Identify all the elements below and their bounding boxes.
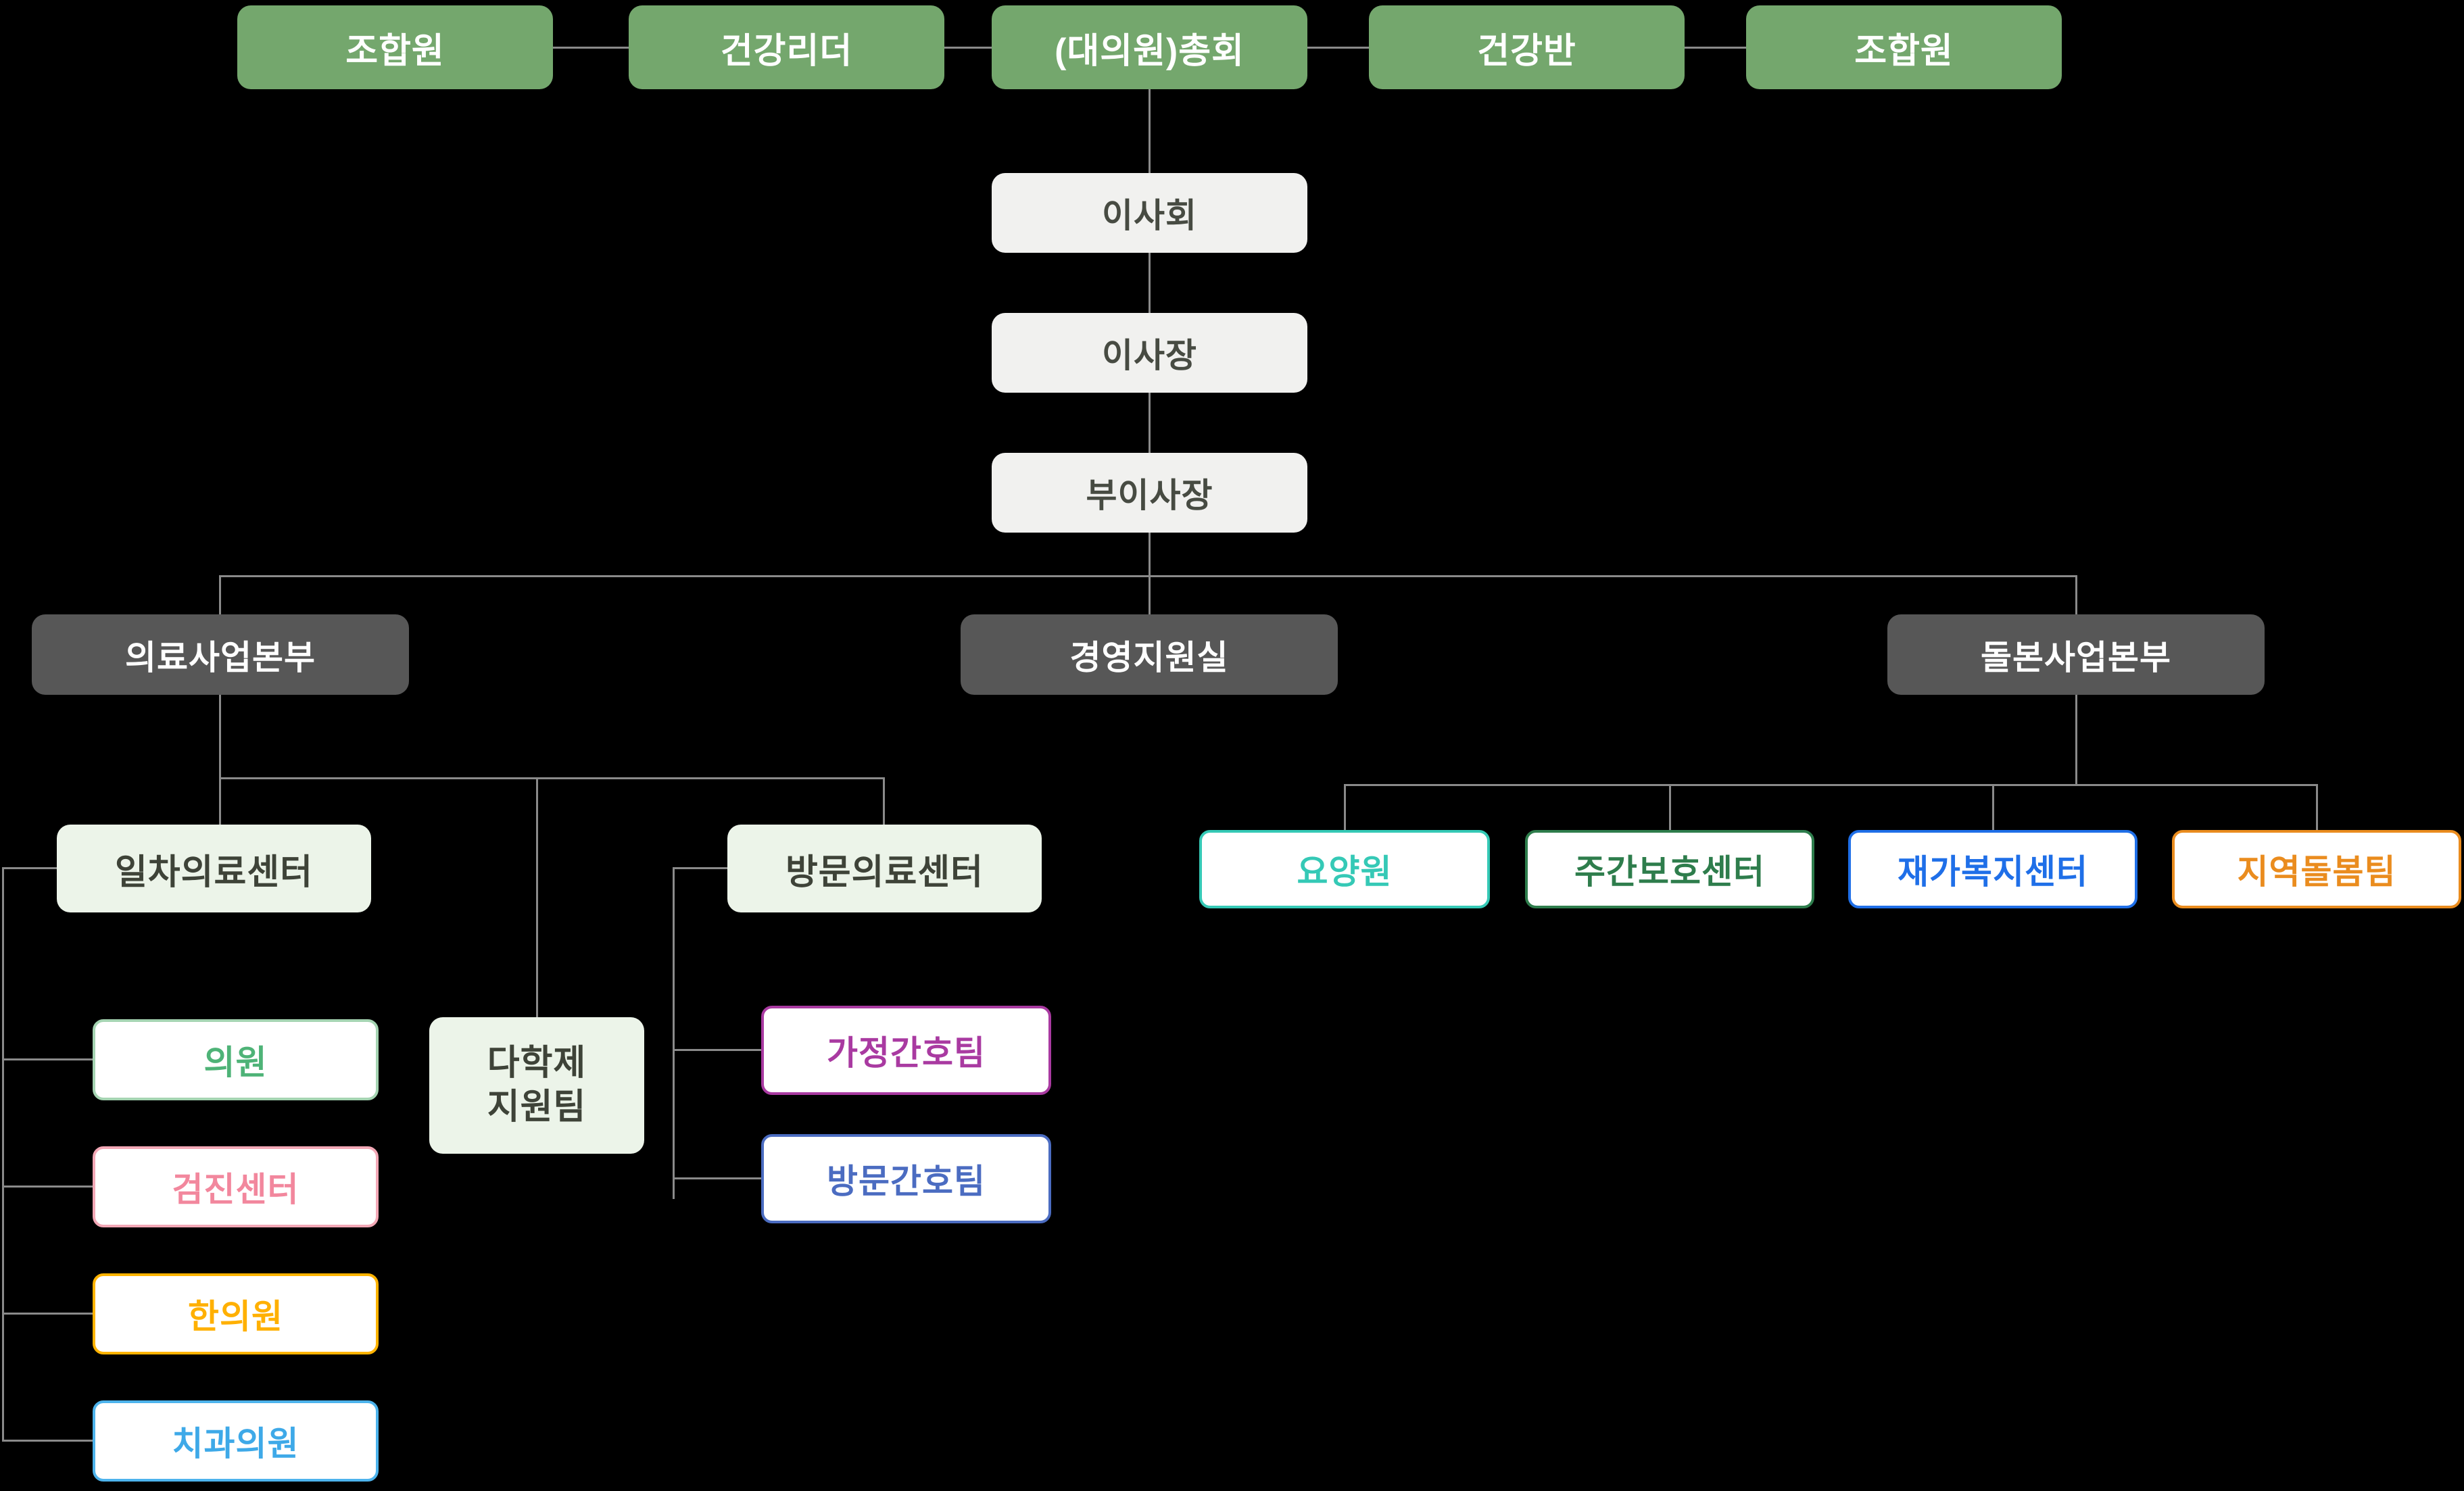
node-dental-clinic: 치과의원 — [93, 1400, 379, 1482]
node-day-care-center: 주간보호센터 — [1525, 830, 1814, 908]
node-label: 요양원 — [1297, 853, 1393, 891]
node-label: 의원 — [203, 1044, 268, 1081]
connector — [673, 868, 675, 1199]
node-label: 이사회 — [1102, 197, 1197, 235]
node-label: (대의원)총회 — [1055, 31, 1245, 71]
node-label: 경영지원실 — [1069, 638, 1229, 677]
node-care-division: 돌본사업본부 — [1887, 614, 2265, 695]
node-home-nursing-team: 가정간호팀 — [761, 1006, 1051, 1095]
node-label: 건강리더 — [720, 31, 853, 71]
node-label: 방문의료센터 — [785, 852, 984, 892]
connector — [673, 1177, 761, 1179]
node-label-line1: 다학제 — [487, 1044, 587, 1083]
node-vice-chairman: 부이사장 — [992, 453, 1307, 533]
node-primary-care-center: 일차의료센터 — [57, 825, 371, 912]
connector — [673, 867, 727, 869]
connector — [2075, 695, 2077, 784]
connector — [1149, 89, 1151, 173]
node-multidisciplinary-team: 다학제 지원팀 — [429, 1017, 644, 1154]
connector — [219, 777, 884, 779]
node-chairman: 이사장 — [992, 313, 1307, 393]
connector — [2, 1058, 93, 1060]
node-visiting-care-center: 방문의료센터 — [727, 825, 1042, 912]
connector — [2075, 575, 2077, 614]
node-general-assembly: (대의원)총회 — [992, 5, 1307, 89]
connector — [553, 47, 629, 49]
connector — [2, 1186, 93, 1188]
node-label: 일차의료센터 — [114, 852, 314, 892]
connector — [1344, 784, 2317, 786]
connector — [219, 695, 221, 825]
connector — [219, 575, 2077, 577]
connector — [1149, 253, 1151, 313]
connector — [1992, 784, 1994, 830]
node-label: 치과의원 — [172, 1425, 299, 1463]
node-board: 이사회 — [992, 173, 1307, 253]
node-label: 지역돌봄팀 — [2237, 853, 2396, 891]
connector — [883, 777, 885, 825]
node-label: 돌본사업본부 — [1981, 638, 2171, 677]
node-label: 조합원 — [345, 31, 445, 71]
connector — [536, 777, 538, 1017]
node-nursing-home: 요양원 — [1199, 830, 1490, 908]
node-label: 한의원 — [188, 1298, 283, 1336]
node-label: 건강반 — [1477, 31, 1576, 71]
node-management-support: 경영지원실 — [961, 614, 1338, 695]
node-medical-division: 의료사업본부 — [32, 614, 409, 695]
node-home-welfare-center: 재가복지센터 — [1848, 830, 2137, 908]
node-label: 방문간호팀 — [827, 1163, 986, 1200]
node-label: 가정간호팀 — [827, 1034, 986, 1072]
node-label: 부이사장 — [1086, 476, 1213, 514]
connector — [1344, 784, 1346, 830]
node-health-leader: 건강리더 — [629, 5, 944, 89]
connector — [1669, 784, 1671, 830]
connector — [944, 47, 992, 49]
node-label: 검진센터 — [172, 1171, 299, 1208]
connector — [1149, 575, 1151, 614]
connector — [2, 867, 57, 869]
node-label-line2: 지원팀 — [487, 1087, 587, 1127]
node-label: 주간보호센터 — [1574, 853, 1765, 891]
connector — [219, 575, 221, 614]
node-korean-medicine-clinic: 한의원 — [93, 1273, 379, 1354]
node-label: 이사장 — [1102, 337, 1197, 374]
node-label: 다학제 지원팀 — [487, 1042, 587, 1129]
node-checkup-center: 검진센터 — [93, 1146, 379, 1227]
node-health-group: 건강반 — [1369, 5, 1685, 89]
node-member-left: 조합원 — [237, 5, 553, 89]
connector — [673, 1049, 761, 1051]
node-visiting-nursing-team: 방문간호팀 — [761, 1134, 1051, 1223]
connector — [1685, 47, 1746, 49]
connector — [2316, 784, 2318, 830]
node-label: 재가복지센터 — [1898, 853, 2088, 891]
connector — [1149, 533, 1151, 575]
connector — [2, 1440, 93, 1442]
node-member-right: 조합원 — [1746, 5, 2062, 89]
connector — [1307, 47, 1369, 49]
connector — [1149, 393, 1151, 453]
connector — [2, 868, 4, 1442]
connector — [2, 1313, 93, 1315]
node-community-care-team: 지역돌봄팀 — [2172, 830, 2461, 908]
node-clinic: 의원 — [93, 1019, 379, 1100]
node-label: 조합원 — [1854, 31, 1954, 71]
node-label: 의료사업본부 — [125, 638, 316, 677]
